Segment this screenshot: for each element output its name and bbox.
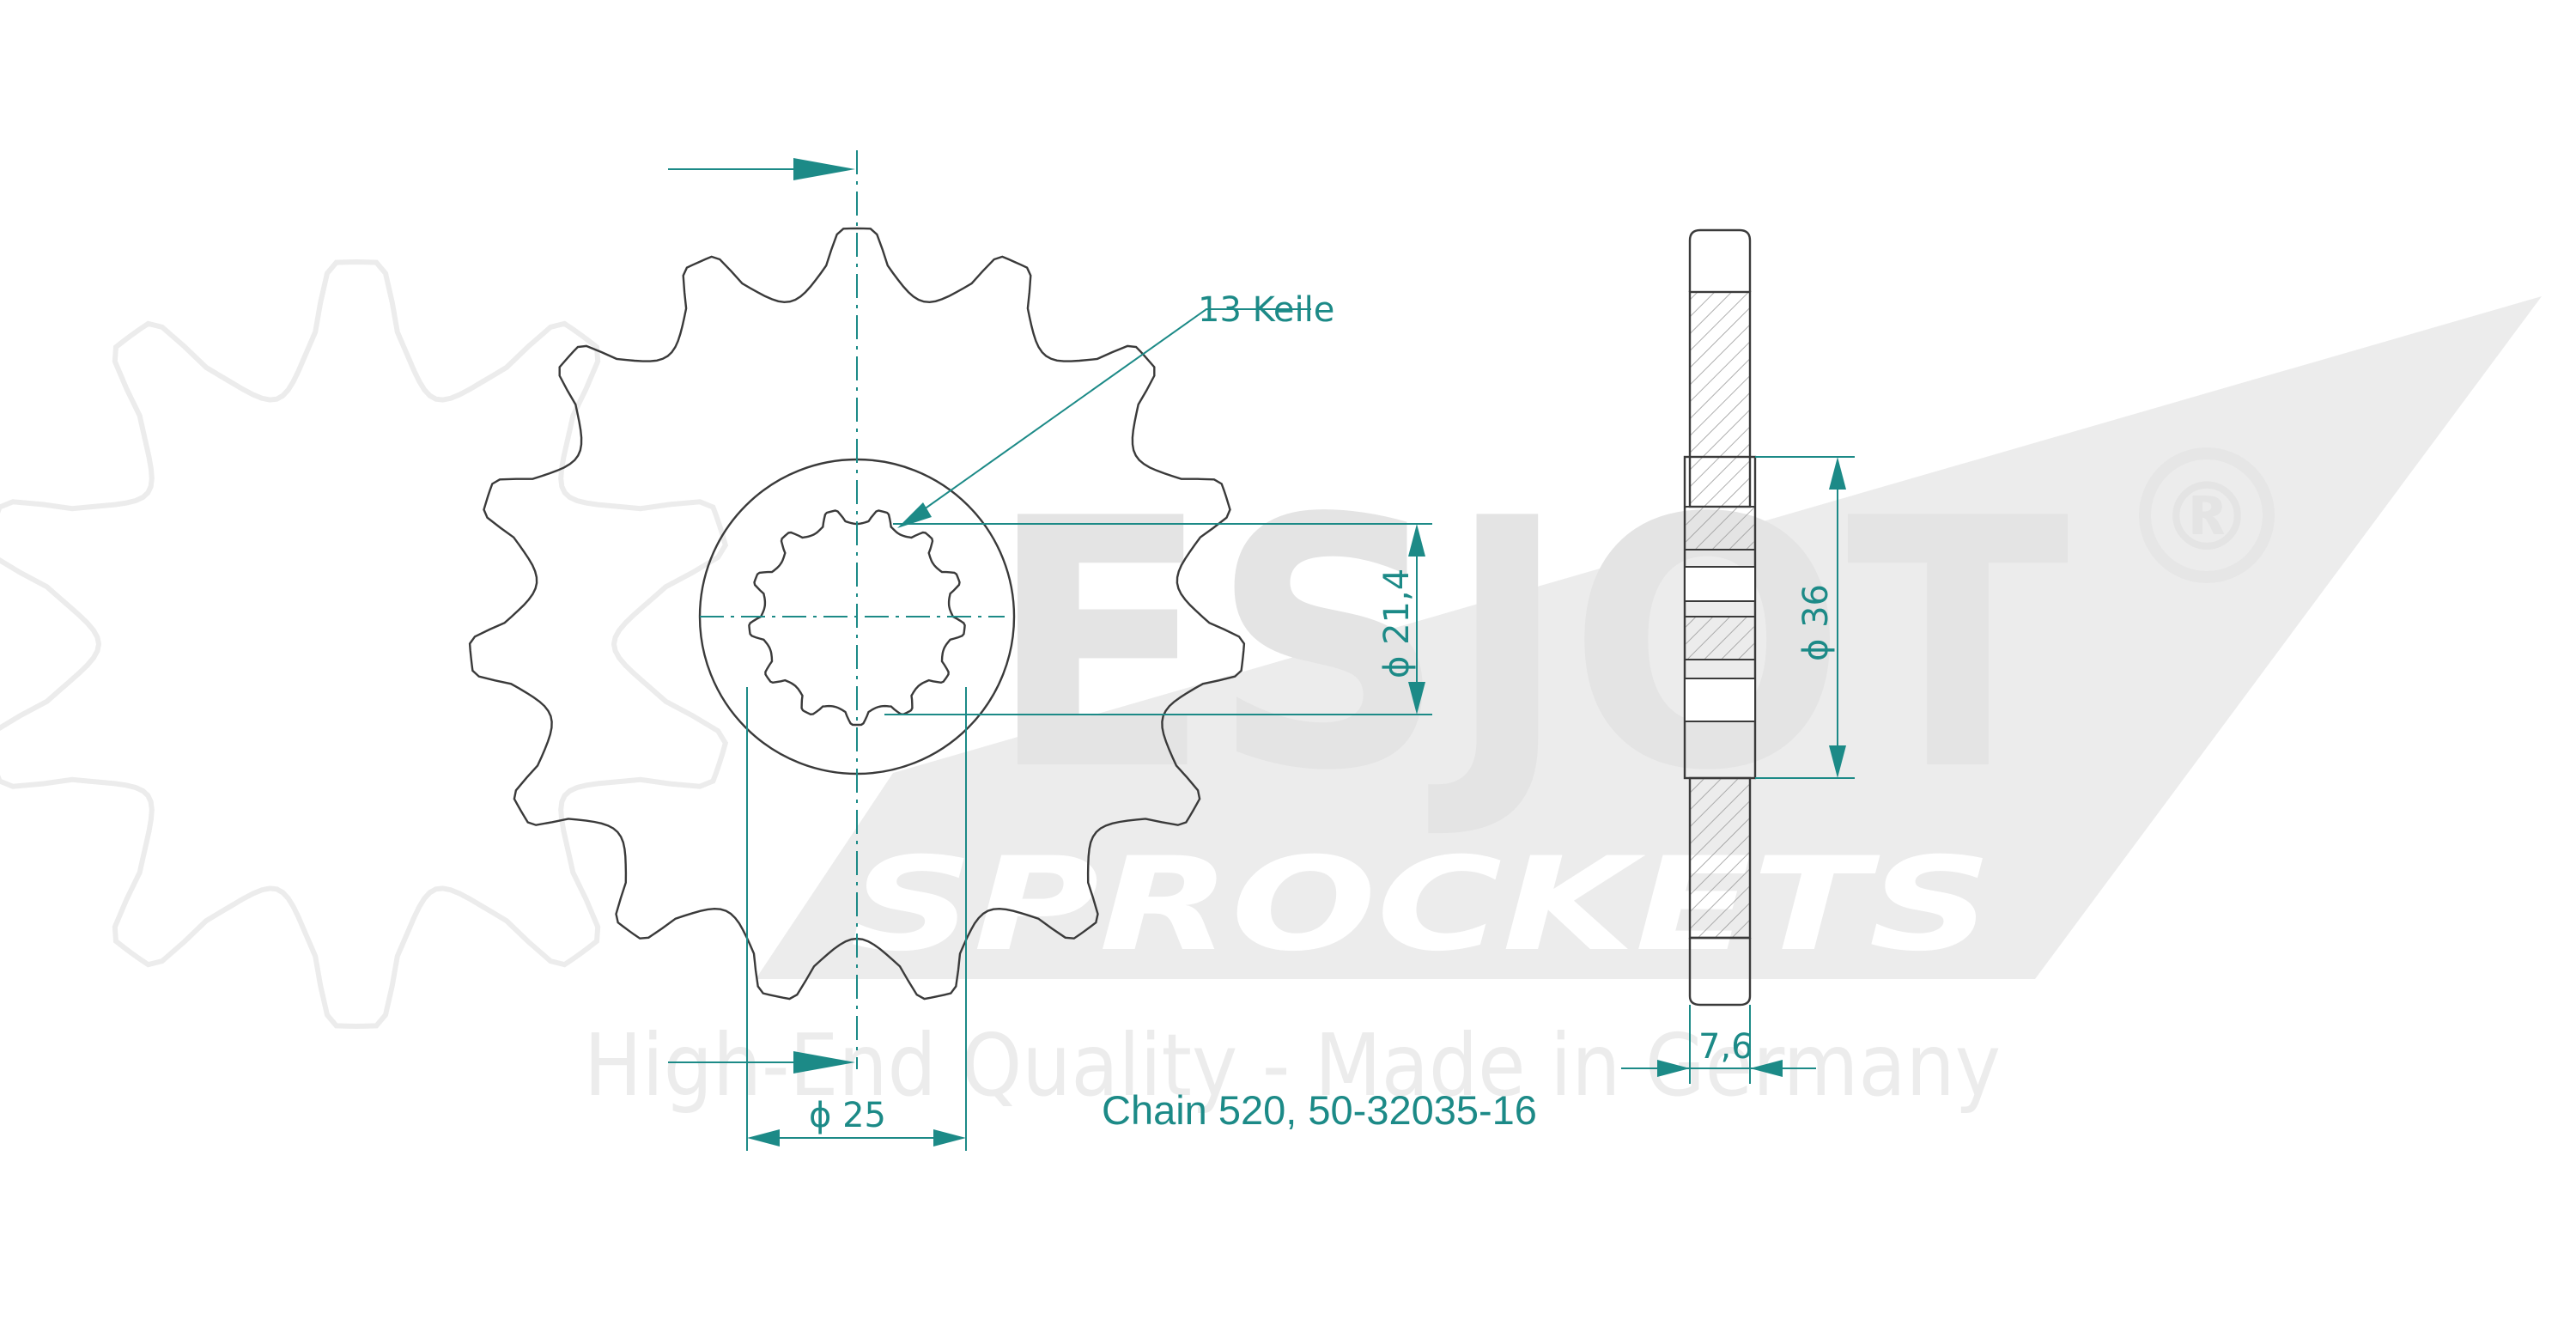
side-dim-arrow-top (1829, 457, 1846, 490)
side-tooth-bottom (1688, 938, 1752, 1007)
watermark: ESJOT ® SPROCKETS High-End Quality - Mad… (0, 259, 2542, 1116)
side-spline-band-2 (1684, 566, 1756, 602)
watermark-sub-brand: SPROCKETS (850, 830, 1992, 980)
sprocket-tooth-profile (468, 227, 1246, 1001)
section-arrow-bottom-head (793, 1051, 855, 1074)
hub-diameter-label: ϕ 25 (809, 1096, 886, 1135)
width-dim-arrow-left (1657, 1060, 1690, 1077)
part-caption: Chain 520, 50-32035-16 (1102, 1087, 1537, 1133)
watermark-registered: ® (2160, 462, 2254, 572)
side-tooth-top (1688, 228, 1752, 292)
side-web-upper-hatch (1688, 290, 1752, 508)
spline-diameter-label: ϕ 21,4 (1377, 569, 1417, 678)
side-hub-diameter-label: ϕ 36 (1796, 584, 1836, 661)
spline-count-label: 13 Keile (1198, 290, 1334, 330)
spline-leader-line (905, 308, 1311, 523)
side-spline-band-3 (1684, 616, 1756, 660)
spline-dim-arrow-top (1408, 524, 1425, 557)
width-label: 7,6 (1698, 1027, 1753, 1067)
side-web-lower-hatch (1688, 776, 1752, 940)
side-spline-band-4 (1684, 678, 1756, 722)
spline-leader-arrowhead (897, 502, 932, 528)
spline-bore-profile (748, 509, 966, 727)
watermark-banner (756, 296, 2542, 979)
hub-dim-arrow-right (933, 1129, 966, 1147)
section-arrow-top-head (793, 158, 855, 180)
watermark-registered-circle (2139, 447, 2275, 583)
sprocket-side-view: 7,6 ϕ 36 (1621, 228, 1855, 1084)
watermark-brand: ESJOT (987, 447, 2071, 846)
side-dim-arrow-bottom (1829, 745, 1846, 778)
width-dim-arrow-right (1750, 1060, 1783, 1077)
sprocket-front-view: 13 Keile ϕ 21,4 ϕ 25 (468, 150, 1432, 1151)
hub-dim-arrow-left (747, 1129, 780, 1147)
watermark-gear-outline (0, 259, 729, 1030)
side-spline-band-1 (1684, 506, 1756, 550)
spline-dim-arrow-bottom (1408, 682, 1425, 715)
